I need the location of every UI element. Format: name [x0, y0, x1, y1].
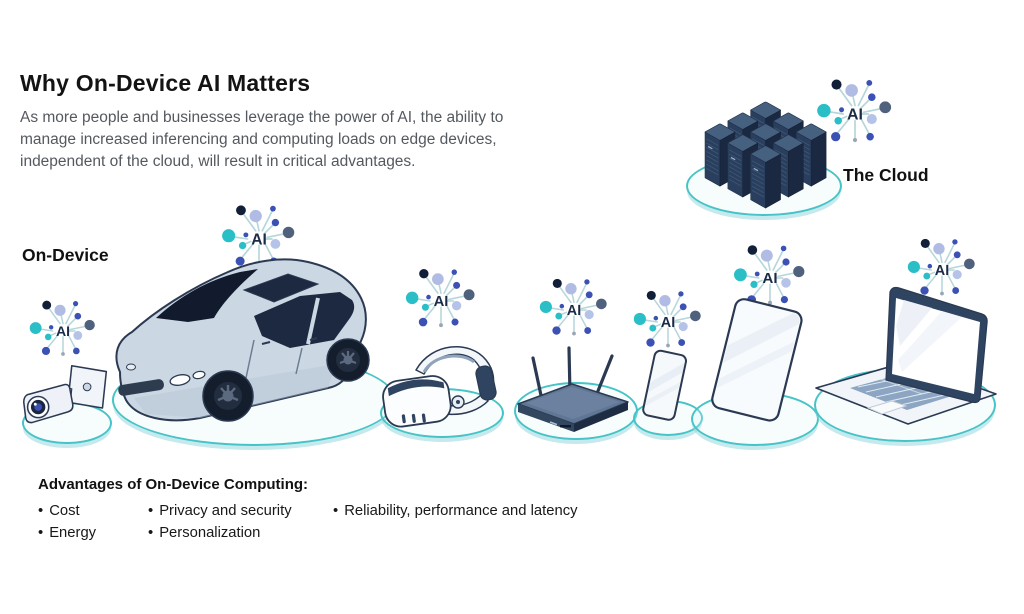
bullet-dot: • [148, 503, 154, 519]
page-subtitle: As more people and businesses leverage t… [20, 109, 504, 170]
rear-wheel [326, 338, 370, 382]
on-device-label: On-Device [22, 245, 109, 265]
smartphone-icon [642, 349, 687, 421]
advantage-energy: • Energy [38, 525, 96, 541]
bullet-dot: • [148, 525, 154, 541]
advantage-cost: • Cost [38, 503, 80, 519]
advantage-label: Cost [49, 503, 80, 519]
advantage-reliability-performance-latency: • Reliability, performance and latency [333, 503, 578, 519]
advantage-label: Personalization [159, 525, 261, 541]
bullet-dot: • [38, 503, 44, 519]
advantage-label: Energy [49, 525, 97, 541]
page-title: Why On-Device AI Matters [20, 70, 311, 96]
advantage-label: Reliability, performance and latency [344, 503, 578, 519]
car-icon [115, 258, 370, 422]
ai-network-icon [536, 272, 612, 348]
cloud-label: The Cloud [843, 165, 929, 185]
advantages-heading: Advantages of On-Device Computing: [38, 476, 309, 493]
vr-headset-icon [382, 346, 497, 428]
bullet-dot: • [333, 503, 339, 519]
advantage-privacy-security: • Privacy and security [148, 503, 292, 519]
bullet-dot: • [38, 525, 44, 541]
ai-network-icon [813, 72, 897, 156]
tablet-icon [711, 298, 803, 422]
advantage-personalization: • Personalization [148, 525, 260, 541]
advantage-label: Privacy and security [159, 503, 292, 519]
front-wheel [202, 370, 254, 422]
security-camera-icon [22, 365, 108, 424]
wifi-router-icon [517, 346, 629, 432]
laptop-icon [815, 286, 997, 425]
ai-network-icon [402, 262, 480, 340]
